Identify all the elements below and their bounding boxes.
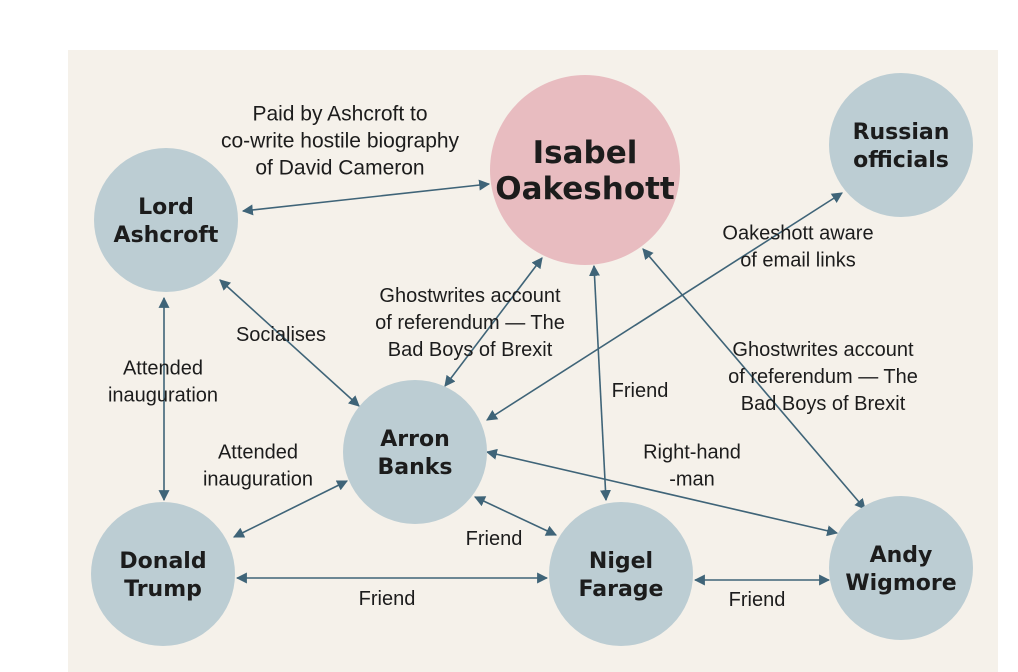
- node-circle-farage: [549, 502, 693, 646]
- edge-label-line: Attended: [123, 358, 203, 380]
- node-label-line: Ashcroft: [114, 223, 219, 248]
- node-label-line: Banks: [377, 455, 452, 480]
- edge-ashcroft-oakeshott: [241, 179, 491, 216]
- edge-label-line: Attended: [218, 442, 298, 464]
- edge-label-line: of referendum — The: [728, 366, 918, 388]
- edge-label-line: inauguration: [203, 469, 313, 491]
- edge-label-banks-russian: Oakeshott aware of email links: [722, 223, 873, 272]
- edge-label-ashcroft-banks: Socialises: [236, 324, 326, 346]
- edge-label-line: Friend: [359, 588, 416, 610]
- edge-label-line: Paid by Ashcroft to: [252, 102, 427, 125]
- node-label-line: Trump: [124, 577, 202, 602]
- edge-label-line: of David Cameron: [255, 156, 424, 179]
- edge-label-ashcroft-oakeshott: Paid by Ashcroft to co-write hostile biog…: [221, 102, 460, 179]
- edge-label-line: of referendum — The: [375, 312, 565, 334]
- node-label-line: Wigmore: [845, 571, 956, 596]
- edge-label-line: Ghostwrites account: [732, 339, 914, 361]
- edge-label-line: Friend: [466, 528, 523, 550]
- node-label-line: Oakeshott: [495, 171, 675, 207]
- edge-label-line: Oakeshott aware: [722, 223, 873, 245]
- node-label-line: Lord: [138, 195, 194, 220]
- edge-label-line: inauguration: [108, 385, 218, 407]
- edge-label-banks-trump: Attended inauguration: [203, 442, 313, 491]
- node-label-line: Isabel: [533, 135, 638, 171]
- node-circle-banks: [343, 380, 487, 524]
- node-circle-ashcroft: [94, 148, 238, 292]
- node-label-russian: Russian officials: [853, 120, 950, 173]
- node-circle-oakeshott: [490, 75, 680, 265]
- edge-label-line: Friend: [729, 589, 786, 611]
- node-label-line: Farage: [579, 577, 664, 602]
- edge-label-line: Right-hand: [643, 442, 741, 464]
- edge-banks-wigmore: [485, 448, 839, 537]
- node-label-line: Russian: [853, 120, 950, 145]
- edge-label-ashcroft-trump: Attended inauguration: [108, 358, 218, 407]
- node-russian: Russian officials: [829, 73, 973, 217]
- edge-label-farage-oakeshott: Friend: [612, 380, 669, 402]
- node-circle-trump: [91, 502, 235, 646]
- node-label-line: Nigel: [589, 549, 653, 574]
- edge-label-line: Bad Boys of Brexit: [741, 393, 906, 415]
- node-label-line: officials: [853, 148, 949, 173]
- node-label-line: Arron: [380, 427, 450, 452]
- edge-label-line: co-write hostile biography: [221, 129, 460, 152]
- edge-label-banks-farage: Friend: [466, 528, 523, 550]
- edge-label-line: Bad Boys of Brexit: [388, 339, 553, 361]
- edge-label-line: Socialises: [236, 324, 326, 346]
- edge-label-line: Friend: [612, 380, 669, 402]
- edge-label-line: Ghostwrites account: [379, 285, 561, 307]
- node-label-line: Andy: [870, 543, 933, 568]
- edge-labels-layer: Paid by Ashcroft to co-write hostile biog…: [108, 102, 918, 611]
- edge-ashcroft-banks: [219, 279, 360, 407]
- edge-banks-trump: [233, 480, 348, 538]
- edge-label-banks-wigmore: Right-hand -man: [643, 442, 741, 491]
- edge-label-line: -man: [669, 469, 715, 491]
- node-label-line: Donald: [119, 549, 206, 574]
- edge-label-farage-wigmore: Friend: [729, 589, 786, 611]
- edge-label-line: of email links: [740, 250, 856, 272]
- edge-label-trump-farage: Friend: [359, 588, 416, 610]
- node-circle-russian: [829, 73, 973, 217]
- edges-layer: [158, 179, 866, 586]
- node-circle-wigmore: [829, 496, 973, 640]
